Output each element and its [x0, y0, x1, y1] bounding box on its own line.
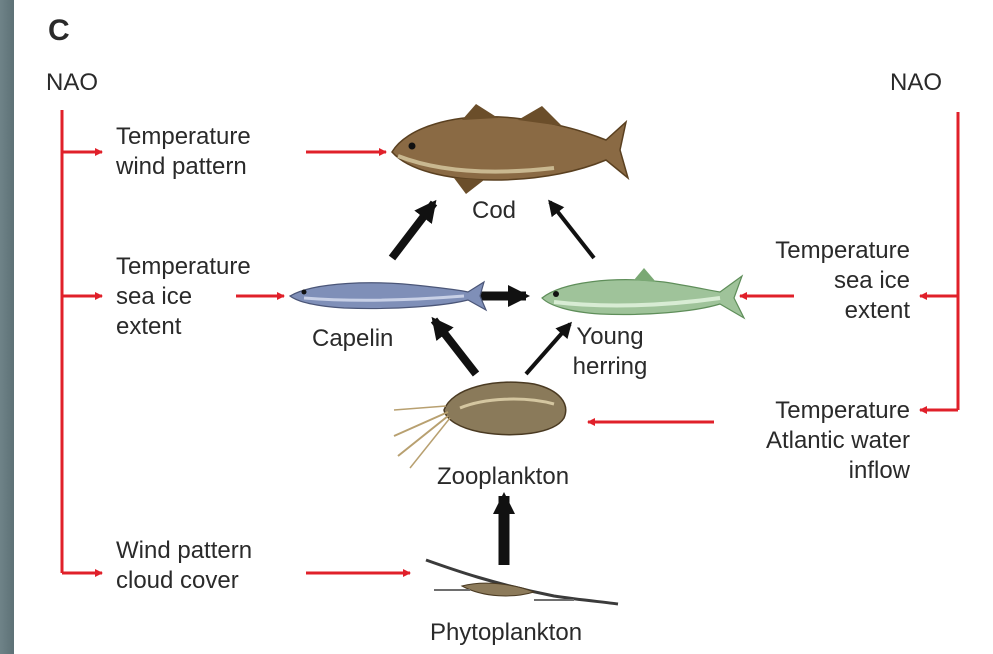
factor-temperature-seaice-left: Temperature sea ice extent — [116, 252, 251, 342]
factor-wind-cloud-line1: Wind pattern — [116, 536, 252, 566]
arrow-zooplankton-to-capelin — [434, 320, 476, 374]
cod-fish-image — [392, 104, 628, 194]
phytoplankton-image — [426, 560, 618, 604]
capelin-fish-image — [290, 282, 486, 310]
factor-seaice-right-line3: extent — [720, 296, 910, 326]
factor-wind-cloud: Wind pattern cloud cover — [116, 536, 252, 596]
factor-seaice-right-line2: sea ice — [720, 266, 910, 296]
factor-wind-cloud-line2: cloud cover — [116, 566, 252, 596]
slide-frame-edge — [0, 0, 14, 654]
nao-right-label: NAO — [890, 68, 942, 98]
factor-temperature-wind: Temperature wind pattern — [116, 122, 251, 182]
panel-letter: C — [48, 16, 70, 46]
species-zooplankton-label: Zooplankton — [418, 462, 588, 492]
factor-temperature-wind-line1: Temperature — [116, 122, 251, 152]
factor-atlantic-line3: inflow — [710, 456, 910, 486]
factor-temperature-seaice-right: Temperature sea ice extent — [720, 236, 910, 326]
species-young-herring-line2: herring — [560, 352, 660, 382]
factor-seaice-left-line3: extent — [116, 312, 251, 342]
zooplankton-image — [394, 382, 566, 468]
factor-temperature-wind-line2: wind pattern — [116, 152, 251, 182]
factor-temperature-atlantic: Temperature Atlantic water inflow — [710, 396, 910, 486]
diagram-panel: C NAO NAO Temperature wind pattern Tempe… — [14, 0, 993, 654]
nao-left-label: NAO — [46, 68, 98, 98]
species-cod-label: Cod — [434, 196, 554, 226]
arrow-herring-to-cod — [550, 202, 594, 258]
species-capelin-label: Capelin — [312, 324, 393, 354]
young-herring-fish-image — [542, 268, 744, 318]
factor-atlantic-line2: Atlantic water — [710, 426, 910, 456]
species-phytoplankton-label: Phytoplankton — [406, 618, 606, 648]
species-young-herring-line1: Young — [560, 322, 660, 352]
factor-seaice-left-line1: Temperature — [116, 252, 251, 282]
left-nao-connectors — [62, 110, 102, 573]
factor-atlantic-line1: Temperature — [710, 396, 910, 426]
factor-seaice-right-line1: Temperature — [720, 236, 910, 266]
arrow-capelin-to-cod — [392, 203, 434, 258]
right-nao-connectors — [920, 112, 958, 410]
species-young-herring-label: Young herring — [560, 322, 660, 382]
factor-seaice-left-line2: sea ice — [116, 282, 251, 312]
